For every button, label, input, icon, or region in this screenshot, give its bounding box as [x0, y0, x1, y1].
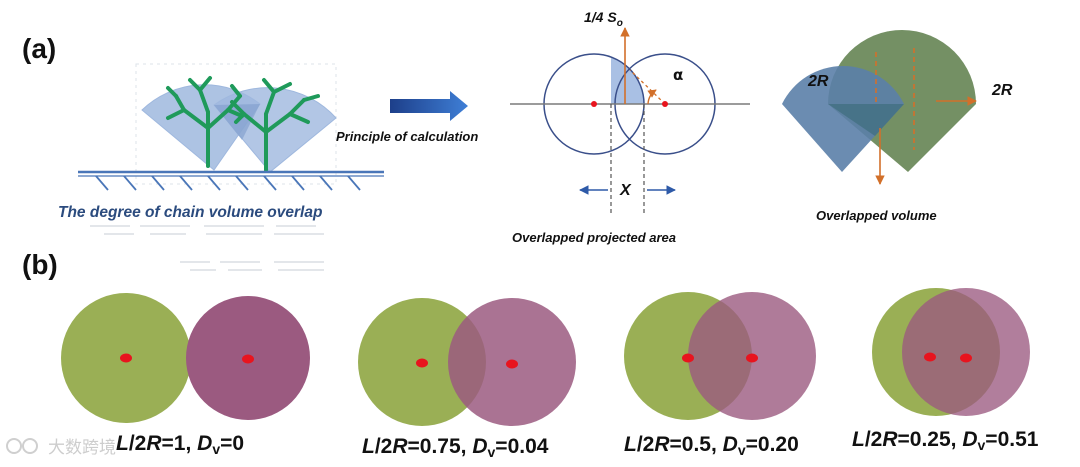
volume-radius-label-left: 2R [807, 73, 829, 90]
angle-label: α [673, 66, 683, 84]
center-dot [924, 352, 936, 362]
blue-volume-cone [782, 66, 904, 172]
projection-caption: Overlapped projected area [512, 230, 676, 245]
center-dot [682, 353, 694, 363]
angle-arc [647, 89, 657, 105]
volume-caption: Overlapped volume [816, 208, 937, 223]
chain-caption: The degree of chain volume overlap [58, 204, 322, 221]
quarter-area-label: 1/4 So [584, 9, 623, 29]
center-dot [242, 354, 254, 364]
x-label: X [619, 182, 632, 199]
purple-circle [902, 288, 1030, 416]
center-dot [960, 353, 972, 363]
watermark: 大数跨境 [6, 438, 116, 458]
chain-illustration [78, 63, 384, 271]
watermark-text: 大数跨境 [48, 438, 116, 458]
dashed-radius [629, 69, 666, 105]
watermark-logo-icon [6, 438, 22, 454]
overlap-case-3 [624, 292, 816, 420]
left-center-dot [591, 101, 597, 107]
principle-arrow [390, 91, 468, 121]
overlap-case-2 [358, 298, 576, 426]
principle-caption: Principle of calculation [336, 129, 478, 144]
center-dot [416, 358, 428, 368]
case-3-caption: L/2R=0.5, Dv=0.20 [624, 433, 799, 458]
center-dot [120, 353, 132, 363]
left-tree [166, 76, 244, 168]
panel-b-label: (b) [22, 249, 58, 280]
panel-a-label: (a) [22, 33, 56, 64]
center-dot [746, 353, 758, 363]
right-center-dot [662, 101, 668, 107]
right-tree [230, 78, 320, 172]
volume-radius-label-right: 2R [991, 82, 1013, 99]
overlap-case-1 [61, 293, 310, 423]
overlap-case-4 [872, 288, 1030, 416]
case-4-caption: L/2R=0.25, Dv=0.51 [852, 428, 1039, 453]
case-1-caption: L/2R=1, Dv=0 [116, 432, 244, 457]
volume-diagram [782, 30, 977, 185]
center-dot [506, 359, 518, 369]
case-2-caption: L/2R=0.75, Dv=0.04 [362, 435, 549, 460]
